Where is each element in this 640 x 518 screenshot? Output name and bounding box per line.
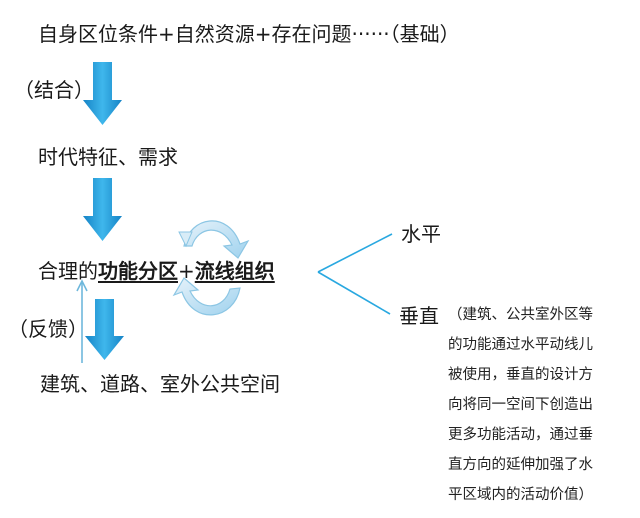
feedback-up-arrow-icon — [76, 279, 88, 363]
vertical-note-line: （建筑、公共室外区等 — [448, 307, 593, 323]
vertical-note-line: 平区域内的活动价值） — [448, 487, 593, 503]
level2-text: 时代特征、需求 — [38, 145, 178, 169]
level3-prefix: 合理的 — [38, 259, 98, 283]
plus-sign: + — [178, 259, 195, 283]
vertical-note-line: 更多功能活动，通过垂 — [448, 427, 593, 443]
vertical-note: （建筑、公共室外区等 的功能通过水平动线儿 被使用，垂直的设计方 向将同一空间下… — [448, 300, 630, 510]
vertical-note-line: 向将同一空间下创造出 — [448, 397, 593, 413]
circulation-text: 流线组织 — [194, 259, 275, 283]
level3-row: 合理的功能分区+流线组织 — [38, 261, 275, 281]
combine-label: （结合） — [14, 78, 94, 102]
feedback-label: （反馈） — [8, 317, 88, 341]
down-arrow-icon — [85, 299, 124, 360]
level1-text: 自身区位条件+自然资源+存在问题······（基础） — [38, 22, 460, 46]
down-arrow-icon — [83, 62, 122, 125]
vertical-note-line: 的功能通过水平动线儿 — [448, 337, 593, 353]
branch-lines — [317, 233, 393, 315]
level4-text: 建筑、道路、室外公共空间 — [40, 372, 280, 396]
vertical-note-line: 被使用，垂直的设计方 — [448, 367, 593, 383]
function-zoning-text: 功能分区 — [98, 259, 178, 283]
branch-vertical-label: 垂直 — [399, 304, 439, 328]
cycle-arrows-icon — [172, 220, 250, 316]
branch-horizontal-label: 水平 — [401, 222, 441, 246]
vertical-note-line: 直方向的延伸加强了水 — [448, 457, 593, 473]
down-arrow-icon — [83, 178, 122, 241]
